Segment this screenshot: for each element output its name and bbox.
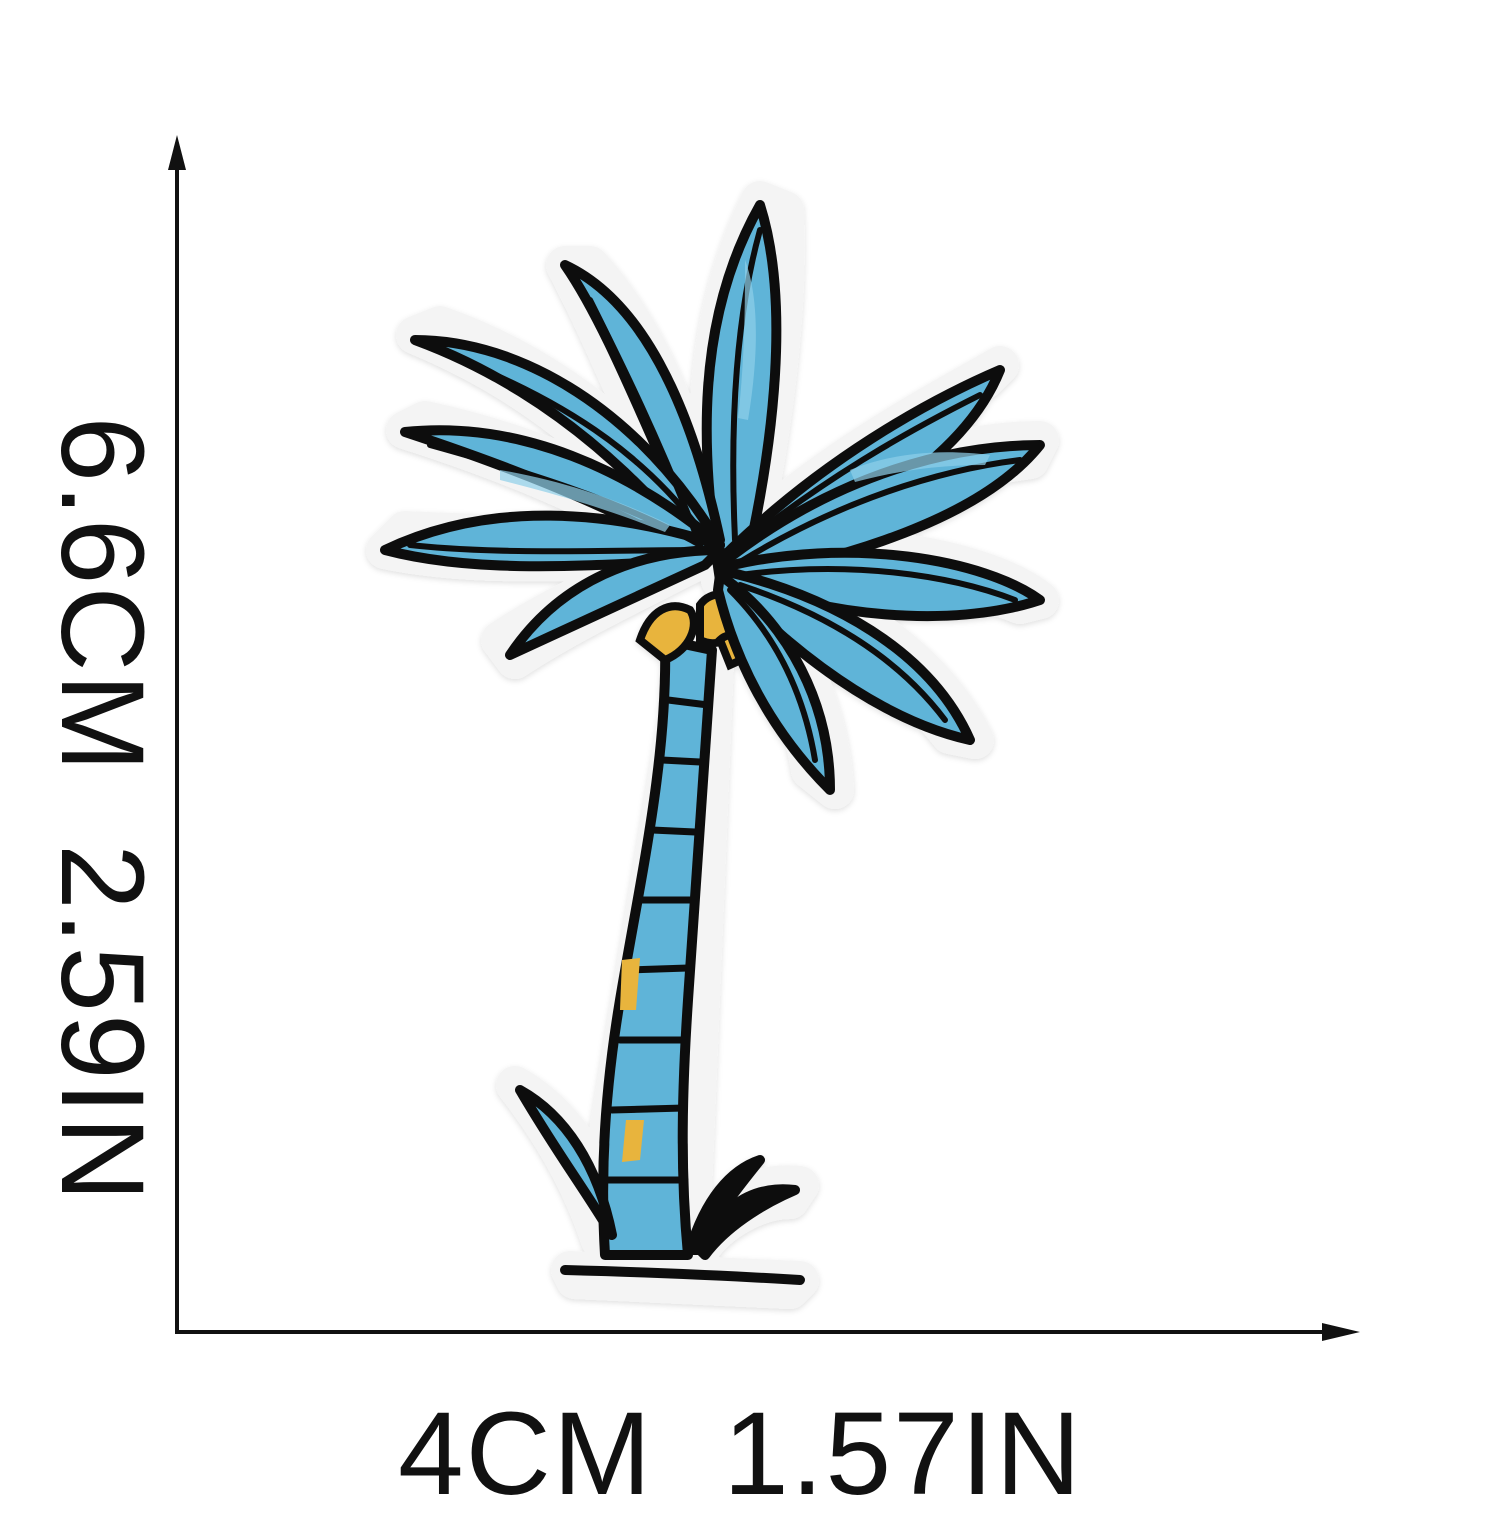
up-arrow-icon <box>168 135 186 170</box>
right-arrow-icon <box>1322 1323 1360 1341</box>
palm-tree-patch-icon <box>366 181 1059 1309</box>
palm-grass <box>515 1085 805 1285</box>
width-cm-text: 4CM <box>398 1388 654 1520</box>
measurement-axes <box>175 160 1335 1334</box>
height-dimension-label: 6.6CM 2.59IN <box>36 416 168 1203</box>
height-in-text: 2.59IN <box>36 843 168 1204</box>
palm-trunk <box>598 635 717 1260</box>
height-cm-text: 6.6CM <box>36 416 168 774</box>
width-in-text: 1.57IN <box>723 1388 1083 1520</box>
